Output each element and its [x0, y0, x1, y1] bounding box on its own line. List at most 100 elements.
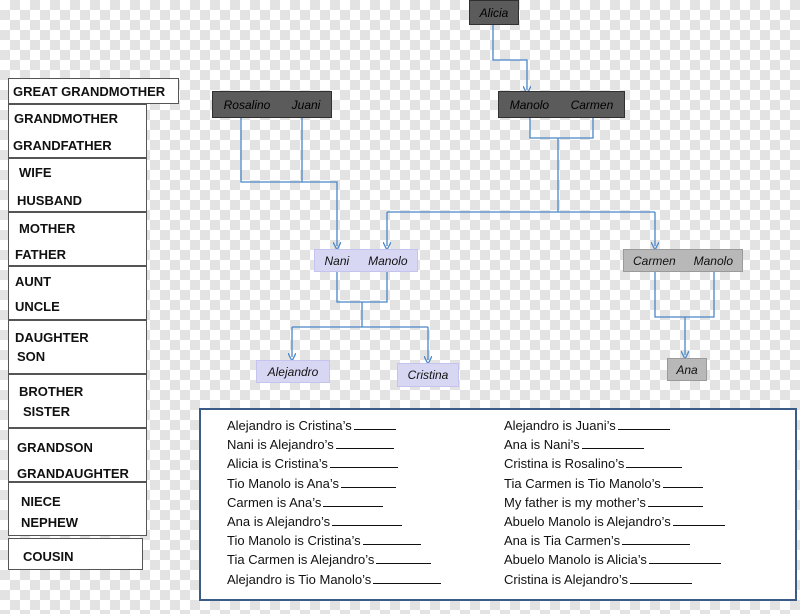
node-manolo-carmen: Manolo Carmen [498, 91, 625, 118]
legend-mother-label: MOTHER [19, 221, 76, 236]
node-juani-label: Juani [291, 97, 321, 112]
legend-brother-label: BROTHER [19, 384, 84, 399]
worksheet-prompt: Abuelo Manolo is Alejandro’s [504, 513, 671, 529]
legend-granddaughter-label: GRANDAUGHTER [17, 466, 129, 481]
line-carmen-manolo-couple [654, 272, 715, 318]
answer-blank[interactable] [617, 417, 670, 430]
legend-wife-label: WIFE [19, 165, 52, 180]
line-nani-manolo-couple [336, 272, 388, 303]
worksheet-prompt: Ana is Alejandro’s [227, 513, 331, 529]
node-rosalino-juani: Rosalino Juani [212, 91, 332, 118]
legend-parents: MOTHER FATHER [8, 212, 147, 266]
answer-blank[interactable] [626, 455, 683, 469]
answer-blank[interactable] [622, 532, 691, 546]
legend-grandchildren: GRANDSON GRANDAUGHTER [8, 428, 147, 482]
legend-cousin-label: COUSIN [23, 549, 74, 564]
worksheet-line: Cristina is Alejandro’s [504, 570, 725, 589]
answer-blank[interactable] [672, 513, 725, 526]
legend-daughter-label: DAUGHTER [15, 330, 89, 345]
line-manolo-carmen-couple [529, 118, 594, 139]
node-alicia-label: Alicia [479, 5, 509, 20]
worksheet-line: Abuelo Manolo is Alicia’s [504, 550, 725, 569]
legend-niece-nephew: NIECE NEPHEW [8, 482, 147, 536]
worksheet-prompt: Alejandro is Juani’s [504, 418, 616, 433]
answer-blank[interactable] [373, 571, 442, 584]
legend-spouses: WIFE HUSBAND [8, 158, 147, 212]
node-alejandro: Alejandro [256, 360, 330, 383]
node-alicia: Alicia [469, 0, 519, 25]
worksheet-line: Tio Manolo is Cristina’s [227, 531, 441, 550]
node-rosalino-label: Rosalino [223, 97, 271, 112]
worksheet-line: Tia Carmen is Tio Manolo’s [504, 474, 725, 493]
answer-blank[interactable] [647, 494, 703, 507]
worksheet-line: Alejandro is Juani’s [504, 416, 725, 435]
legend-grandmother-label: GRANDMOTHER [14, 111, 118, 126]
legend-aunt-label: AUNT [15, 274, 52, 289]
worksheet-line: Alejandro is Cristina’s [227, 416, 441, 435]
answer-blank[interactable] [376, 551, 432, 565]
answer-blank[interactable] [341, 475, 397, 488]
legend-husband-label: HUSBAND [17, 193, 82, 208]
worksheet-prompt: Tia Carmen is Tio Manolo’s [504, 475, 661, 491]
node-carmen-top-label: Carmen [570, 97, 614, 112]
worksheet-prompt: Carmen is Ana’s [227, 494, 322, 510]
line-rosalino-juani-couple [240, 118, 303, 183]
worksheet-line: Cristina is Rosalino’s [504, 454, 725, 473]
worksheet-left-column: Alejandro is Cristina’s Nani is Alejandr… [227, 416, 442, 589]
legend-grandfather-label: GRANDFATHER [13, 138, 112, 153]
worksheet-prompt: Ana is Nani’s [504, 437, 580, 453]
legend-cousin: COUSIN [8, 538, 143, 570]
legend-great-grandmother-label: GREAT GRANDMOTHER [13, 84, 166, 99]
node-manolo-top-label: Manolo [509, 97, 550, 112]
answer-blank[interactable] [362, 532, 421, 546]
worksheet-line: Ana is Alejandro’s [227, 512, 441, 531]
answer-blank[interactable] [332, 513, 403, 526]
worksheet-prompt: Tio Manolo is Cristina’s [227, 533, 361, 549]
node-carmen-right-label: Carmen [632, 253, 676, 268]
legend-niece-label: NIECE [21, 494, 61, 509]
node-manolo-right-label: Manolo [693, 253, 733, 268]
answer-blank[interactable] [335, 436, 394, 450]
worksheet-prompt: Abuelo Manolo is Alicia’s [504, 552, 647, 568]
worksheet-box: Alejandro is Cristina’s Nani is Alejandr… [199, 408, 797, 601]
worksheet-line: Tio Manolo is Ana’s [227, 474, 441, 493]
worksheet-prompt: Tia Carmen is Alejandro’s [227, 552, 375, 568]
worksheet-line: Alejandro is Tio Manolo’s [227, 570, 442, 589]
worksheet-line: Abuelo Manolo is Alejandro’s [504, 512, 725, 531]
worksheet-prompt: Cristina is Rosalino’s [504, 456, 625, 472]
legend-father-label: FATHER [15, 247, 67, 262]
answer-blank[interactable] [630, 571, 693, 584]
node-cristina-label: Cristina [407, 368, 449, 382]
node-manolo-mid-label: Manolo [368, 253, 408, 268]
node-carmen-manolo: Carmen Manolo [623, 249, 743, 272]
legend-nephew-label: NEPHEW [21, 515, 79, 530]
answer-blank[interactable] [581, 436, 644, 450]
node-nani-label: Nani [324, 253, 350, 268]
line-alicia-manolo [492, 25, 527, 90]
node-nani-manolo: Nani Manolo [314, 249, 418, 272]
worksheet-prompt: Alejandro is Tio Manolo’s [227, 571, 372, 587]
worksheet-prompt: Alejandro is Cristina’s [227, 418, 352, 433]
worksheet-right-column: Alejandro is Juani’s Ana is Nani’s Crist… [504, 416, 725, 589]
answer-blank[interactable] [323, 494, 384, 507]
node-cristina: Cristina [397, 363, 459, 387]
node-ana-label: Ana [676, 362, 698, 377]
legend-children: DAUGHTER SON [8, 320, 147, 374]
worksheet-line: Carmen is Ana’s [227, 493, 441, 512]
answer-blank[interactable] [329, 455, 398, 469]
legend-son-label: SON [17, 349, 46, 364]
worksheet-prompt: Cristina is Alejandro’s [504, 571, 629, 587]
answer-blank[interactable] [648, 551, 721, 565]
worksheet-line: My father is my mother’s [504, 493, 725, 512]
node-alejandro-label: Alejandro [267, 364, 319, 379]
worksheet-prompt: My father is my mother’s [504, 494, 646, 510]
answer-blank[interactable] [353, 417, 396, 430]
worksheet-line: Nani is Alejandro’s [227, 435, 441, 454]
worksheet-prompt: Nani is Alejandro’s [227, 437, 334, 453]
line-rosalino-juani-to-nani [302, 181, 337, 246]
legend-grandson-label: GRANDSON [17, 440, 93, 455]
answer-blank[interactable] [662, 475, 703, 488]
worksheet-prompt: Ana is Tia Carmen’s [504, 533, 621, 549]
worksheet-prompt: Tio Manolo is Ana’s [227, 475, 340, 491]
